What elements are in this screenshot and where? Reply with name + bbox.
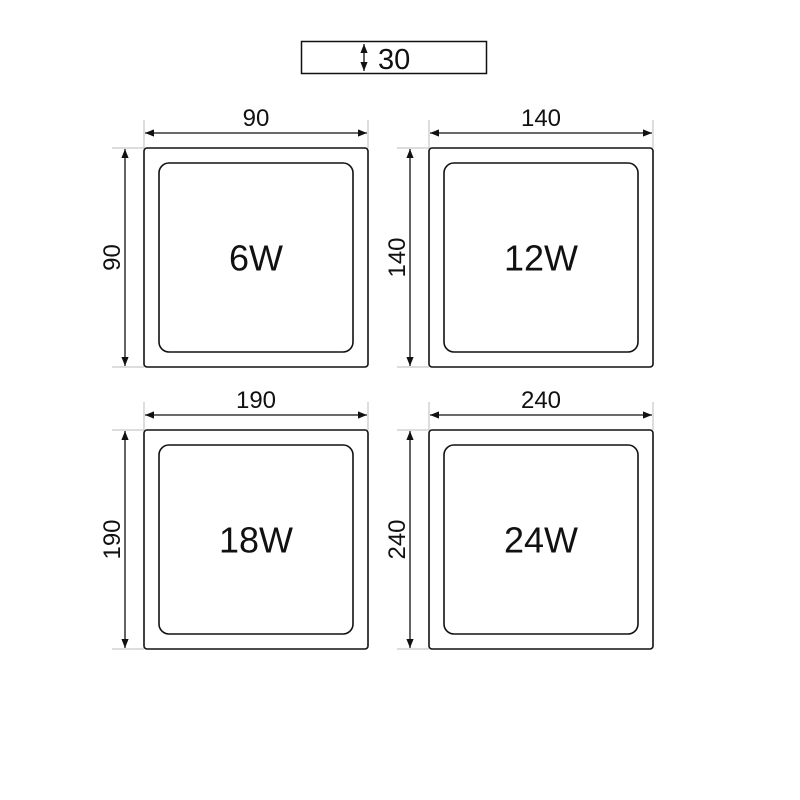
width-label: 90 — [243, 105, 270, 132]
panel-light-area — [443, 162, 639, 353]
panel-outer-frame — [143, 429, 369, 650]
thickness-box: 30 — [300, 40, 488, 76]
width-label: 190 — [236, 387, 276, 414]
panel-outer-frame — [428, 147, 654, 368]
height-label: 190 — [99, 519, 126, 559]
panel-outer-frame — [143, 147, 369, 368]
panel-outer-frame — [428, 429, 654, 650]
width-label: 240 — [521, 387, 561, 414]
panel-power-label: 24W — [504, 520, 578, 561]
width-label: 140 — [521, 105, 561, 132]
panel-24w: 24W 240 240 — [384, 387, 654, 650]
panel-power-label: 18W — [219, 520, 293, 561]
panel-6w: 6W 90 90 — [99, 105, 369, 368]
height-label: 240 — [384, 519, 411, 559]
panel-power-label: 6W — [229, 238, 283, 279]
thickness-label: 30 — [378, 44, 410, 76]
panel-light-area — [158, 444, 354, 635]
panel-light-area — [158, 162, 354, 353]
height-label: 140 — [384, 237, 411, 277]
panel-18w: 18W 190 190 — [99, 387, 369, 650]
panel-12w: 12W 140 140 — [384, 105, 654, 368]
panel-light-area — [443, 444, 639, 635]
height-label: 90 — [99, 244, 126, 271]
panel-power-label: 12W — [504, 238, 578, 279]
